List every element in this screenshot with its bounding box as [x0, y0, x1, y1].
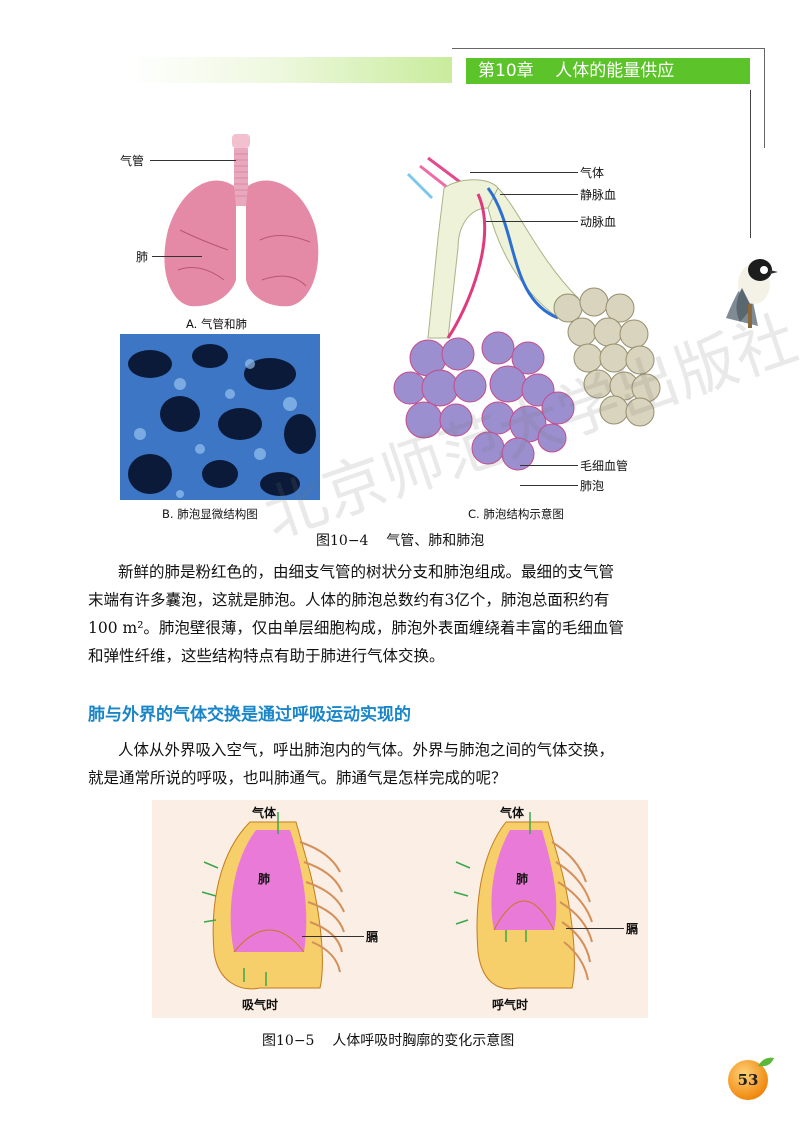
leader-gas [470, 172, 578, 173]
exhale-gas-label: 气体 [500, 806, 525, 820]
exhalation-thorax-diagram [453, 812, 593, 990]
paragraph-ventilation: 人体从外界吸入空气，呼出肺泡内的气体。外界与肺泡之间的气体交换， 就是通常所说的… [88, 736, 716, 792]
page-number: 53 [728, 1060, 768, 1100]
paragraph-lung-structure: 新鲜的肺是粉红色的，由细支气管的树状分支和肺泡组成。最细的支气管 末端有许多囊泡… [88, 558, 716, 670]
label-capillary: 毛细血管 [580, 459, 629, 473]
inhale-gas-label: 气体 [252, 806, 277, 820]
figure-10-5-caption: 图10−5 人体呼吸时胸廓的变化示意图 [262, 1033, 515, 1049]
caption-b: B. 肺泡显微结构图 [162, 507, 258, 521]
inhalation-thorax-diagram [201, 812, 345, 990]
inhale-diaphragm-label: 膈 [366, 930, 379, 944]
para1-line-4: 和弹性纤维，这些结构特点有助于肺进行气体交换。 [88, 647, 445, 665]
margin-rule-bird [750, 90, 751, 238]
caption-a: A. 气管和肺 [186, 317, 247, 331]
leader-inhale-diaphragm [302, 936, 364, 937]
label-artery-blood: 动脉血 [580, 215, 617, 229]
alveolus-structure-diagram [393, 156, 661, 471]
leaf-icon [758, 1057, 774, 1067]
para2-line-2: 就是通常所说的呼吸，也叫肺通气。肺通气是怎样完成的呢？ [88, 769, 507, 787]
label-gas: 气体 [580, 166, 605, 180]
inhale-caption: 吸气时 [242, 998, 279, 1012]
caption-c: C. 肺泡结构示意图 [468, 507, 564, 521]
section-heading: 肺与外界的气体交换是通过呼吸运动实现的 [88, 705, 411, 725]
leader-lung [152, 256, 202, 257]
exhale-diaphragm-label: 膈 [626, 922, 639, 936]
leader-vein [500, 194, 578, 195]
label-lung: 肺 [136, 250, 149, 264]
label-trachea: 气管 [120, 154, 145, 168]
leader-capillary [520, 465, 578, 466]
label-vein-blood: 静脉血 [580, 188, 617, 202]
header-rule [452, 48, 765, 49]
chapter-title: 第10章 人体的能量供应 [466, 58, 750, 84]
header-gradient-bar [130, 57, 452, 83]
leader-artery [486, 221, 578, 222]
para2-line-1: 人体从外界吸入空气，呼出肺泡内的气体。外界与肺泡之间的气体交换， [118, 741, 615, 759]
exhale-caption: 呼气时 [492, 998, 529, 1012]
inhale-lung-label: 肺 [258, 872, 271, 886]
leader-exhale-diaphragm [566, 928, 624, 929]
alveolus-micrograph [120, 334, 320, 500]
bird-illustration [726, 259, 778, 328]
margin-rule [764, 48, 765, 148]
trachea-lung-illustration [164, 134, 319, 307]
label-alveolus: 肺泡 [580, 479, 605, 493]
leader-trachea [150, 160, 236, 161]
leader-alveolus [520, 485, 578, 486]
figure-10-4-caption: 图10−4 气管、肺和肺泡 [316, 533, 485, 549]
para1-line-1: 新鲜的肺是粉红色的，由细支气管的树状分支和肺泡组成。最细的支气管 [118, 563, 615, 581]
para1-line-2: 末端有许多囊泡，这就是肺泡。人体的肺泡总数约有3亿个，肺泡总面积约有 [88, 591, 610, 609]
exhale-lung-label: 肺 [516, 872, 529, 886]
para1-line-3: 100 m²。肺泡壁很薄，仅由单层细胞构成，肺泡外表面缠绕着丰富的毛细血管 [88, 619, 624, 637]
